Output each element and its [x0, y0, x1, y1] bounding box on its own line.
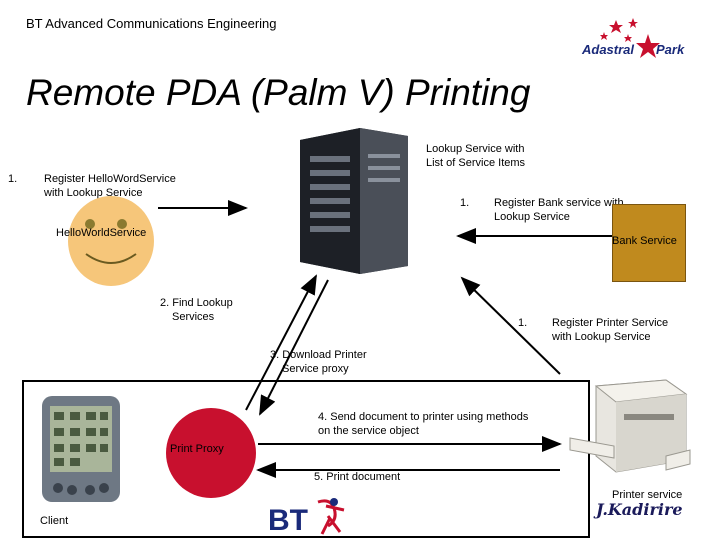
step-register-printer-text: Register Printer Service with Lookup Ser…	[552, 317, 669, 343]
bt-logo: BT	[268, 496, 358, 537]
header-org: BT Advanced Communications Engineering	[26, 16, 277, 31]
hello-service-label: HelloWorldService	[56, 227, 147, 239]
bank-service-box	[612, 204, 686, 282]
arrow-register-printer	[460, 276, 561, 375]
step-print-document: 5. Print document	[314, 471, 401, 483]
step-register-bank-num: 1.	[460, 197, 470, 209]
arrow-download-proxy	[259, 279, 329, 416]
step-register-printer-num: 1.	[518, 317, 528, 329]
printer-service-label: Printer service	[612, 489, 683, 501]
author-signature: J.Kadirire	[596, 500, 683, 519]
logo-text-adastral: Adastral	[582, 42, 635, 57]
svg-text:BT: BT	[268, 504, 308, 536]
lookup-server-image	[290, 126, 410, 274]
star-cluster-icon	[600, 18, 660, 58]
page-title: Remote PDA (Palm V) Printing	[26, 72, 531, 113]
palm-pda-image	[40, 394, 122, 504]
client-frame	[22, 380, 590, 538]
step-send-document: 4. Send document to printer using method…	[318, 411, 529, 437]
print-proxy-label: Print Proxy	[170, 443, 224, 455]
step-register-hello-num: 1.	[8, 173, 18, 185]
step-register-bank-text: Register Bank service with Lookup Servic…	[494, 197, 624, 223]
step-download-proxy: 3. Download Printer Service proxy	[270, 349, 367, 375]
hello-service-smiley	[68, 196, 154, 286]
adastral-park-logo: Adastral Park	[578, 14, 690, 74]
smiley-face-icon	[85, 219, 137, 264]
lookup-service-label: Lookup Service with List of Service Item…	[426, 143, 526, 169]
printer-image	[566, 376, 692, 486]
bank-service-label: Bank Service	[612, 235, 677, 247]
print-proxy-circle	[166, 408, 256, 498]
client-label: Client	[40, 515, 69, 527]
bt-piper-icon: BT	[268, 498, 345, 537]
step-find-lookup: 2. Find Lookup Services	[160, 297, 233, 323]
arrow-find-lookup	[245, 274, 317, 411]
logo-text-park: Park	[656, 42, 685, 57]
